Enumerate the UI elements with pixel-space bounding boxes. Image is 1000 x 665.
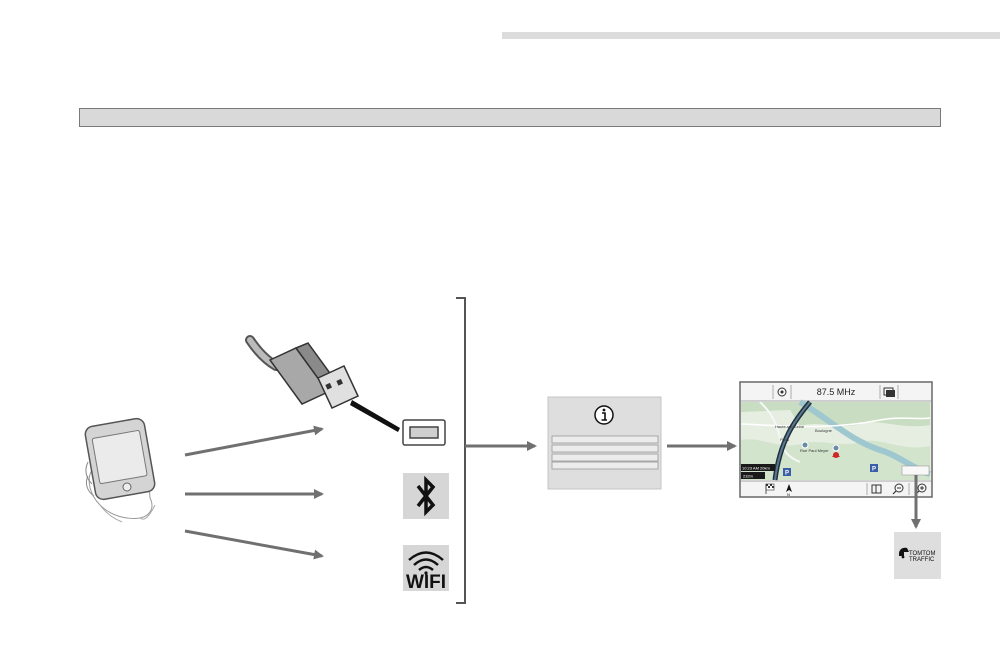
window-icon [879,385,899,399]
header-rule [502,32,1000,39]
traffic-label-line1: TOMTOM [909,551,935,557]
radio-frequency: 87.5 MHz [817,387,856,397]
svg-text:P: P [785,471,789,477]
arrow-phone-to-usb [184,425,324,457]
radio-icon [772,385,792,399]
smartphone-hand-icon [84,417,156,523]
info-panel [547,396,662,490]
grouping-bracket [456,297,466,604]
traffic-label-line2: TRAFFIC [909,557,935,563]
compass-north-icon: N [786,484,792,497]
arrow-phone-to-wifi [184,529,324,560]
svg-text:N: N [787,492,790,497]
svg-text:Rue Paul Meyer: Rue Paul Meyer [800,448,829,453]
map-layers-icon [871,484,882,494]
tomtom-traffic-logo: TOMTOM TRAFFIC [894,532,941,579]
svg-text:Haute-sur-Seine: Haute-sur-Seine [775,424,805,429]
wifi-icon: WIFI [403,545,449,593]
svg-text:Boulogne: Boulogne [815,428,833,433]
checkered-flag-icon [765,483,775,494]
arrival-time: 10:23 AM 20km [742,466,770,471]
navigation-screen: 87.5 MHz Haute-sur-Seine Boulogne Paris … [739,381,933,498]
distance-readout: 232m [743,474,754,479]
svg-text:Paris: Paris [780,437,789,442]
section-title-bar [79,108,941,127]
wifi-label: WIFI [406,572,446,593]
info-icon [594,405,614,425]
usb-port-icon [402,419,446,446]
svg-text:P: P [872,467,876,473]
bluetooth-icon [403,473,449,519]
zoom-out-icon [892,483,904,495]
map-view: Haute-sur-Seine Boulogne Paris Rue Paul … [740,399,931,481]
usb-cable-icon [245,335,400,432]
